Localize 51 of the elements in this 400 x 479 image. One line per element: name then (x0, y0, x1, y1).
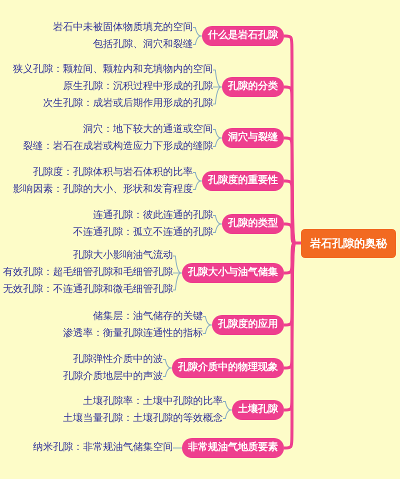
branch-topic: 孔隙度的重要性 (202, 171, 284, 191)
leaf-text: 裂缝：岩石在成岩或构造应力下形成的缝隙 (23, 140, 213, 152)
leaf-text: 土壤孔隙率：土壤中孔隙的比率 (83, 396, 223, 408)
leaf-text: 连通孔隙：彼此连通的孔隙 (93, 210, 213, 222)
connector (212, 215, 222, 224)
leaf-text: 岩石中未被固体物质填充的空间 (53, 22, 193, 34)
connector (284, 242, 302, 450)
leaf-text: 包括孔隙、洞穴和裂缝 (93, 38, 193, 50)
connector (162, 359, 172, 368)
leaf-text: 孔隙度：孔隙体积与岩石体积的比率 (33, 166, 193, 178)
leaf-text: 洞穴：地下较大的通道或空间 (83, 124, 213, 136)
leaf-text: 次生孔隙：成岩或后期作用形成的孔隙 (43, 98, 213, 110)
leaf-text: 纳米孔隙：非常规油气储集空间 (33, 442, 173, 454)
connector (212, 86, 222, 104)
leaf-text: 渗透率：衡量孔隙连通性的指标 (63, 328, 203, 340)
leaf-text: 土壤当量孔隙：土壤孔隙的等效概念 (63, 412, 223, 424)
branch-topic: 洞穴与裂缝 (222, 128, 284, 148)
leaf-text: 原生孔隙：沉积过程中形成的孔隙 (63, 81, 213, 93)
connector (202, 324, 212, 334)
connector (222, 401, 232, 410)
connector (212, 129, 222, 138)
leaf-text: 影响因素：孔隙的大小、形状和发育程度 (13, 184, 193, 196)
leaf-text: 孔隙大小影响油气流动 (73, 250, 173, 262)
leaf-text: 有效孔隙：超毛细管孔隙和毛细管孔隙 (3, 267, 173, 279)
branch-topic: 孔隙的类型 (222, 214, 284, 234)
leaf-text: 狭义孔隙：颗粒间、颗粒内和充填物内的空间 (13, 64, 213, 76)
branch-topic: 土壤孔隙 (232, 400, 284, 420)
connector (212, 70, 222, 88)
branch-topic: 非常规油气地质要素 (182, 438, 284, 458)
connector (192, 27, 202, 36)
branch-topic: 孔隙介质中的物理现象 (172, 358, 284, 378)
connector (212, 224, 222, 233)
branch-topic: 孔隙度的应用 (212, 315, 284, 335)
leaf-text: 孔隙弹性介质中的波 (73, 354, 163, 366)
leaf-text: 无效孔隙：不连通孔隙和微毛细管孔隙 (3, 284, 173, 296)
connector (192, 172, 202, 182)
branch-topic: 孔隙的分类 (222, 77, 284, 97)
branch-topic: 孔隙大小与油气储集 (182, 263, 284, 283)
connector (192, 180, 202, 190)
connector (192, 36, 202, 45)
branch-topic: 什么是岩石孔隙 (202, 26, 284, 46)
connector (172, 272, 182, 290)
connector (222, 410, 232, 419)
connector (212, 138, 222, 147)
connector (162, 368, 172, 377)
connector (202, 316, 212, 326)
central-topic: 岩石孔隙的奥秘 (301, 228, 396, 258)
leaf-text: 孔隙介质地层中的声波 (63, 370, 163, 382)
leaf-text: 不连通孔隙：孤立不连通的孔隙 (73, 226, 213, 238)
leaf-text: 储集层：油气储存的关键 (93, 310, 203, 322)
connector (172, 256, 182, 274)
